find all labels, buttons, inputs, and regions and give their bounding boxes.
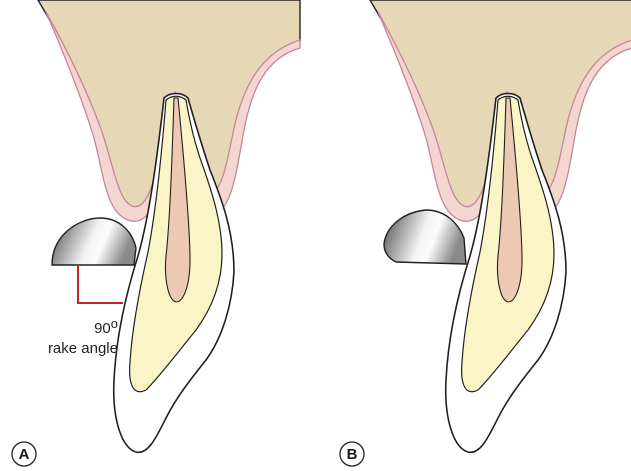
panel-b: B: [340, 0, 631, 466]
panel-a: 90o rake angle A: [12, 0, 300, 466]
panel-label-a: A: [19, 446, 30, 463]
panel-label-b: B: [347, 446, 358, 463]
rake-angle-line: [78, 266, 123, 303]
curette-tip: [52, 218, 136, 265]
rake-angle-value: 90o: [94, 316, 118, 337]
rake-angle-caption: rake angle: [48, 340, 118, 357]
curette-tip-b: [384, 210, 466, 264]
